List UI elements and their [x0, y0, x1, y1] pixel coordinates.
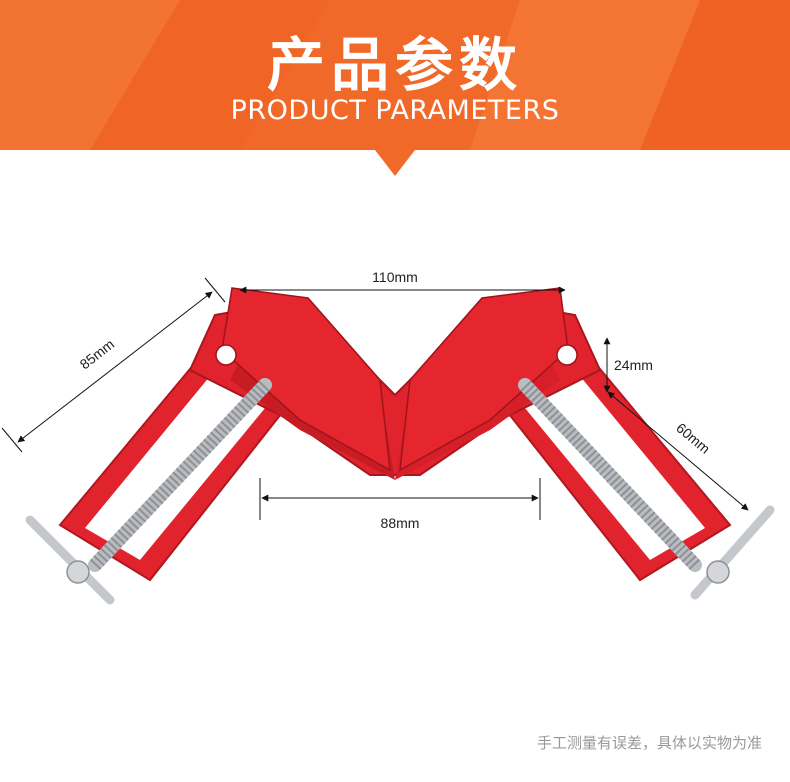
product-diagram: 110mm 88mm 24mm 85mm 60mm: [1, 269, 775, 605]
svg-text:85mm: 85mm: [77, 336, 118, 373]
corner-clamp-image: [25, 287, 775, 605]
page-title: 产品参数: [266, 31, 523, 99]
header-banner: 产品参数 PRODUCT PARAMETERS: [0, 0, 790, 180]
svg-text:110mm: 110mm: [372, 269, 418, 285]
dimension-top-width: 110mm: [239, 269, 566, 294]
dimension-bottom-width: 88mm: [259, 478, 541, 531]
dimension-jaw-height: 24mm: [603, 337, 653, 393]
banner-background: [0, 0, 790, 176]
svg-text:60mm: 60mm: [673, 420, 713, 457]
measurement-disclaimer: 手工测量有误差，具体以实物为准: [536, 734, 762, 752]
page-subtitle: PRODUCT PARAMETERS: [230, 95, 560, 126]
svg-text:24mm: 24mm: [614, 357, 653, 373]
svg-text:88mm: 88mm: [381, 515, 420, 531]
